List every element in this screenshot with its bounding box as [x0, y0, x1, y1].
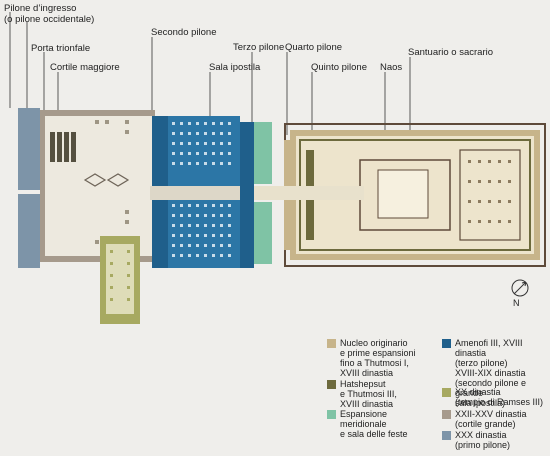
- central-axis: [150, 186, 242, 200]
- cortile-maggiore-walls: [40, 110, 155, 262]
- cortile-floor: [45, 116, 155, 256]
- legend-text-ramses: XX dinastia (tempio di Ramses III): [455, 387, 544, 407]
- legend-swatch-nucleo: [327, 339, 336, 348]
- label-quarto-pilone: Quarto pilone: [285, 42, 343, 53]
- legend-text-hatshepsut: Hatshepsut e Thutmosi III, XVIII dinasti…: [340, 379, 397, 409]
- leader-lines: [9, 12, 411, 140]
- tempio-ramses-iii: [100, 236, 140, 324]
- label-porta-trionfale: Porta trionfale: [31, 43, 91, 54]
- legend-swatch-amenofi: [442, 339, 451, 348]
- santuario-columns: [468, 160, 511, 223]
- legend-swatch-xxii-xxv: [442, 410, 451, 419]
- thutmosi-shrine: [50, 132, 76, 162]
- cortile-sphinxes: [83, 173, 130, 187]
- secondo-pilone: [152, 116, 168, 268]
- naos-inner: [377, 169, 429, 219]
- terzo-pilone: [240, 122, 254, 268]
- santuario: [459, 149, 521, 241]
- compass-icon: [511, 279, 529, 297]
- label-sala-ipostila: Sala ipostila: [209, 62, 261, 73]
- label-santuario: Santuario o sacrario: [408, 47, 494, 58]
- espansione-meridionale: [254, 122, 272, 264]
- compass-north-label: N: [513, 298, 520, 308]
- legend-text-xxx: XXX dinastia (primo pilone): [455, 430, 511, 450]
- label-pilone-ingresso: Pilone d’ingresso (o pilone occidentale): [4, 3, 95, 25]
- legend-swatch-xxx: [442, 431, 451, 440]
- label-terzo-pilone: Terzo pilone: [233, 42, 285, 53]
- legend-text-meridionale: Espansione meridionale e sala delle fest…: [340, 409, 408, 439]
- central-axis-east: [254, 186, 364, 200]
- label-naos: Naos: [380, 62, 403, 73]
- legend-swatch-ramses: [442, 388, 451, 397]
- legend-swatch-meridionale: [327, 410, 336, 419]
- legend-text-amenofi: Amenofi III, XVIII dinastia (terzo pilon…: [455, 338, 527, 408]
- legend-text-xxii-xxv: XXII-XXV dinastia (cortile grande): [455, 409, 527, 429]
- primo-pilone: [18, 108, 40, 268]
- legend-text-nucleo: Nucleo originario e prime espansioni fin…: [340, 338, 416, 378]
- sala-ipostila-columns: [172, 122, 231, 257]
- label-cortile-maggiore: Cortile maggiore: [50, 62, 120, 73]
- label-quinto-pilone: Quinto pilone: [311, 62, 367, 73]
- legend-swatch-hatshepsut: [327, 380, 336, 389]
- label-secondo-pilone: Secondo pilone: [151, 27, 217, 38]
